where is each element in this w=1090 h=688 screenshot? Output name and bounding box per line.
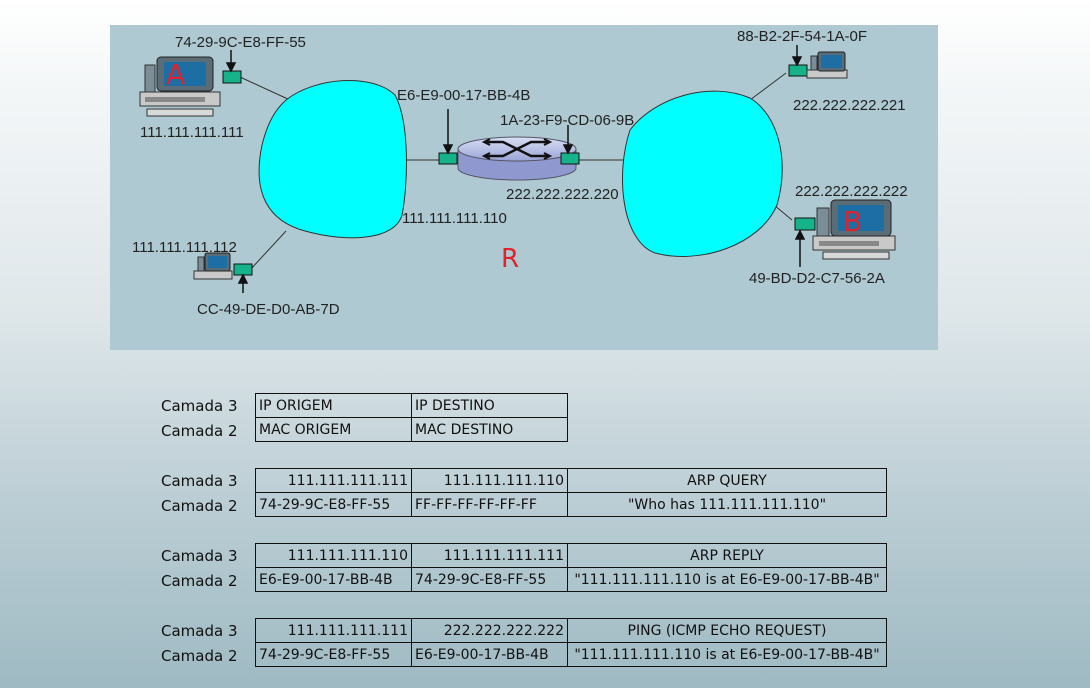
router-label: R <box>501 244 520 274</box>
host-d-computer-icon <box>806 51 848 79</box>
host-a-letter: A <box>166 58 185 91</box>
frame-1-table: 111.111.111.111 111.111.111.110 ARP QUER… <box>255 468 887 517</box>
left-subnet-cloud <box>258 80 407 239</box>
legend-table: IP ORIGEM IP DESTINO MAC ORIGEM MAC DEST… <box>255 393 568 442</box>
frame-2-layer3-label: Camada 3 <box>161 547 238 565</box>
host-b-letter: B <box>843 205 862 238</box>
host-c-computer-icon <box>193 252 233 280</box>
frame-2-mac-dst: 74-29-9C-E8-FF-55 <box>411 567 568 592</box>
legend-ip-dst: IP DESTINO <box>411 393 568 418</box>
network-diagram-graphics: A B <box>139 45 896 293</box>
host-b-ip: 222.222.222.222 <box>795 183 908 200</box>
host-a-computer-icon <box>139 56 221 117</box>
frame-1-info: "Who has 111.111.111.110" <box>567 492 887 517</box>
frame-2-ip-src: 111.111.111.110 <box>255 543 412 568</box>
legend-layer3-label: Camada 3 <box>161 397 238 415</box>
router-icon <box>457 136 577 181</box>
frame-1-layer2-label: Camada 2 <box>161 497 238 515</box>
frame-2-info: "111.111.111.110 is at E6-E9-00-17-BB-4B… <box>567 567 887 592</box>
frame-3-ip-src: 111.111.111.111 <box>255 618 412 643</box>
frame-3-table: 111.111.111.111 222.222.222.222 PING (IC… <box>255 618 887 667</box>
frame-1-mac-dst: FF-FF-FF-FF-FF-FF <box>411 492 568 517</box>
router-right-mac: 1A-23-F9-CD-06-9B <box>500 112 635 129</box>
frame-2-table: 111.111.111.110 111.111.111.111 ARP REPL… <box>255 543 887 592</box>
frame-3-type: PING (ICMP ECHO REQUEST) <box>567 618 887 643</box>
links <box>239 72 793 271</box>
frame-3-mac-dst: E6-E9-00-17-BB-4B <box>411 642 568 667</box>
frame-3-mac-src: 74-29-9C-E8-FF-55 <box>255 642 412 667</box>
frame-2-type: ARP REPLY <box>567 543 887 568</box>
router-left-mac: E6-E9-00-17-BB-4B <box>397 87 531 104</box>
router-right-ip: 222.222.222.220 <box>506 186 619 203</box>
host-c-mac: CC-49-DE-D0-AB-7D <box>197 301 340 318</box>
legend-layer2-label: Camada 2 <box>161 422 238 440</box>
frame-3-layer3-label: Camada 3 <box>161 622 238 640</box>
frame-3-info: "111.111.111.110 is at E6-E9-00-17-BB-4B… <box>567 642 887 667</box>
legend-ip-src: IP ORIGEM <box>255 393 412 418</box>
frame-1-type: ARP QUERY <box>567 468 887 493</box>
router-left-ip: 111.111.111.110 <box>402 210 507 227</box>
right-subnet-cloud <box>622 90 783 257</box>
interfaces <box>222 64 816 276</box>
frame-1-mac-src: 74-29-9C-E8-FF-55 <box>255 492 412 517</box>
host-d-mac: 88-B2-2F-54-1A-0F <box>737 28 868 45</box>
frame-2-layer2-label: Camada 2 <box>161 572 238 590</box>
arrows <box>225 45 806 293</box>
frame-1-layer3-label: Camada 3 <box>161 472 238 490</box>
host-a-ip: 111.111.111.111 <box>140 124 244 141</box>
frame-3-ip-dst: 222.222.222.222 <box>411 618 568 643</box>
host-c-ip: 111.111.111.112 <box>132 239 237 256</box>
frame-2-mac-src: E6-E9-00-17-BB-4B <box>255 567 412 592</box>
host-b-mac: 49-BD-D2-C7-56-2A <box>749 270 885 287</box>
legend-mac-src: MAC ORIGEM <box>255 417 412 442</box>
frame-2-ip-dst: 111.111.111.111 <box>411 543 568 568</box>
frame-1-ip-src: 111.111.111.111 <box>255 468 412 493</box>
frame-3-layer2-label: Camada 2 <box>161 647 238 665</box>
frame-1-ip-dst: 111.111.111.110 <box>411 468 568 493</box>
network-diagram: A B 74-29-9C-E8-FF-55 111.111.111.111 E6… <box>110 25 938 350</box>
host-a-mac: 74-29-9C-E8-FF-55 <box>175 34 306 51</box>
legend-mac-dst: MAC DESTINO <box>411 417 568 442</box>
host-b-computer-icon <box>812 199 896 260</box>
host-d-ip: 222.222.222.221 <box>793 97 906 114</box>
